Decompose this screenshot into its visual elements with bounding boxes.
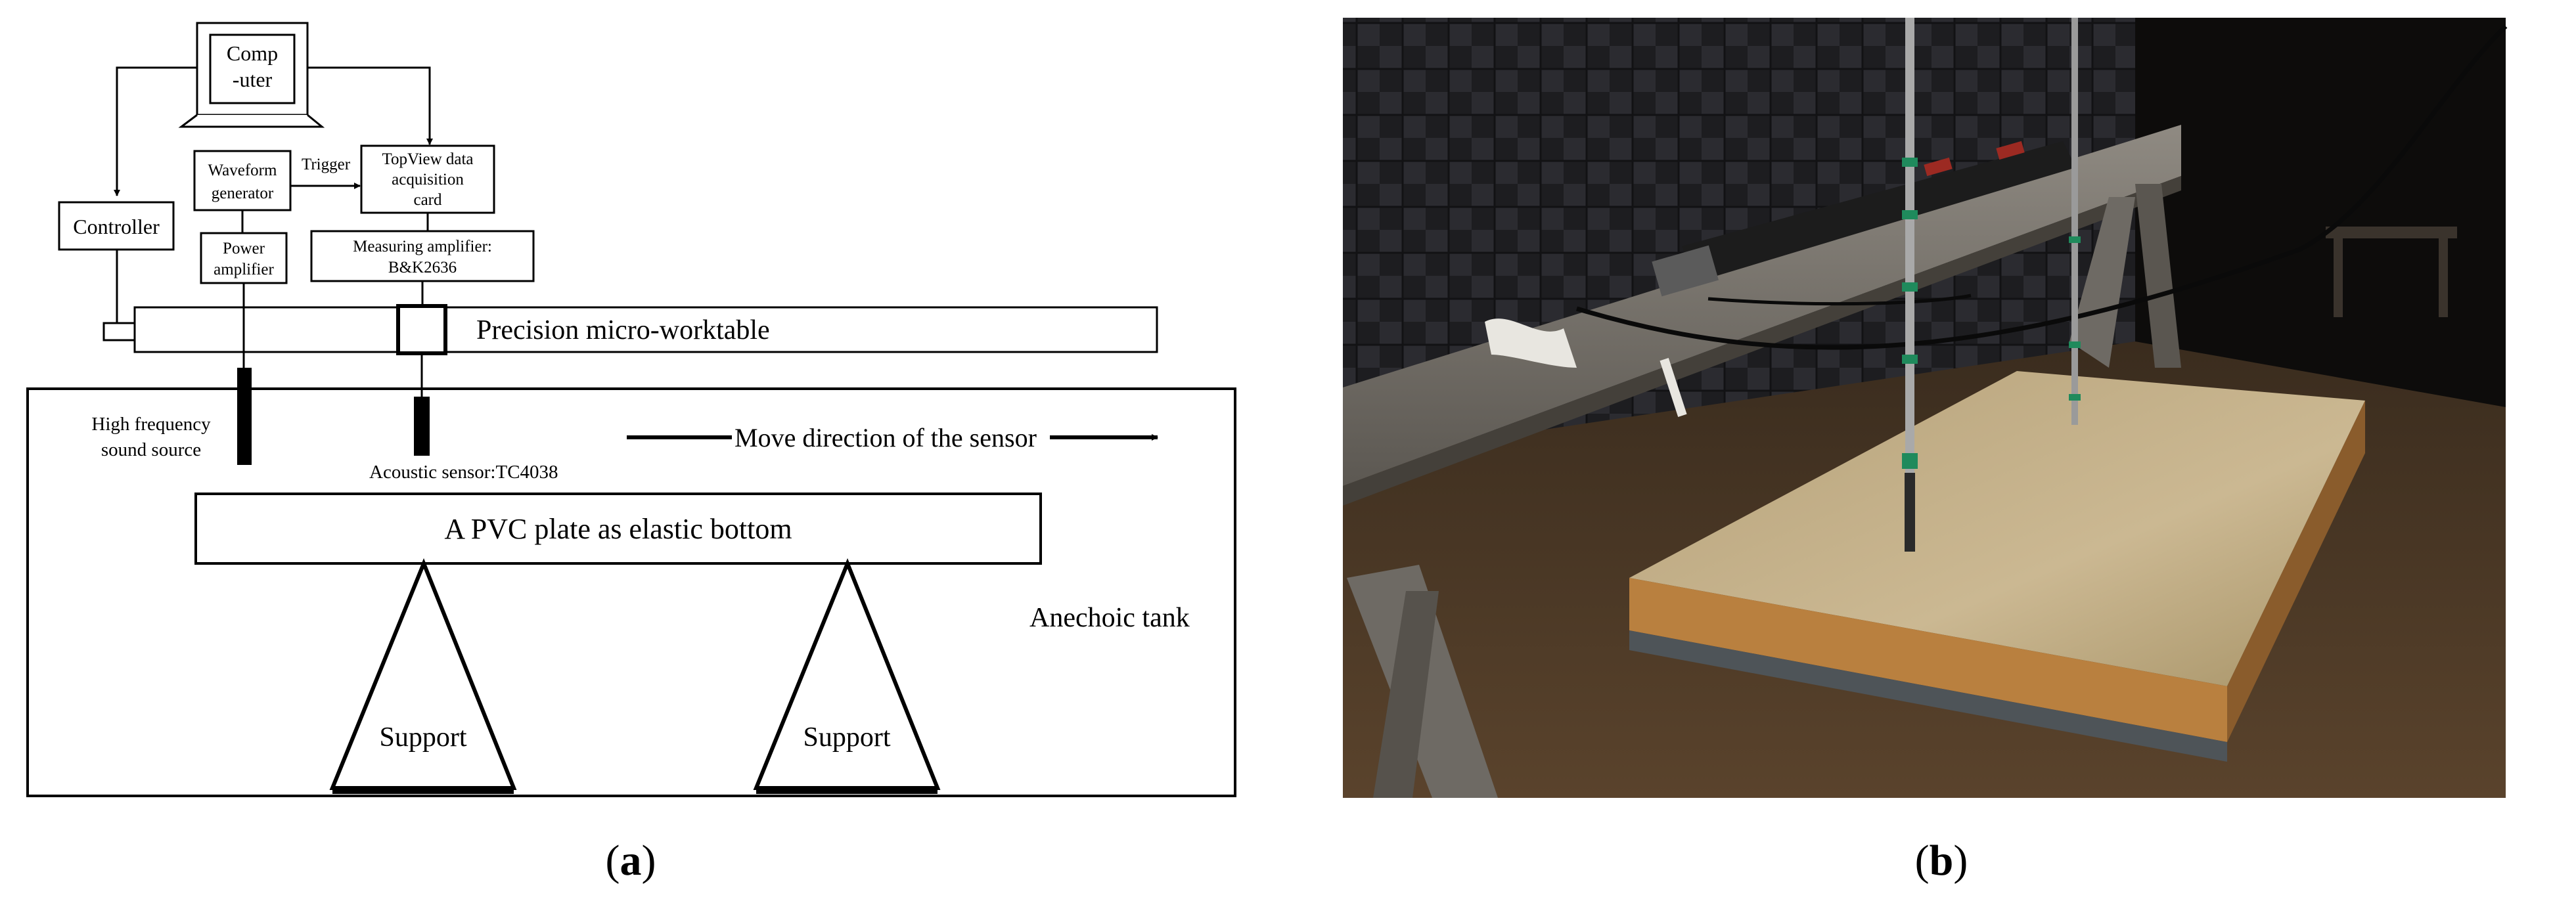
panel-a-diagram: Comp -uter Controller Waveform generator… <box>26 22 1236 797</box>
panel-b-photo <box>1343 18 2508 798</box>
worktable-end-stub <box>102 322 136 341</box>
controller-label: Controller <box>73 215 160 238</box>
computer-icon <box>178 22 325 128</box>
support-left-label: Support <box>379 722 466 753</box>
caption-b: (b) <box>1915 837 1968 885</box>
sound-source-label-line1: High frequency <box>91 414 211 435</box>
trigger-label: Trigger <box>302 156 351 173</box>
acquisition-card-label-line3: card <box>413 191 442 209</box>
acquisition-card-label-line1: TopView data <box>382 150 473 168</box>
power-amplifier-box <box>200 232 288 284</box>
waveform-generator-label-line1: Waveform <box>208 162 277 179</box>
pvc-plate-label: A PVC plate as elastic bottom <box>444 513 792 545</box>
sound-source-rod <box>237 368 252 465</box>
waveform-generator-label-line2: generator <box>212 185 274 202</box>
worktable-label: Precision micro-worktable <box>476 315 770 345</box>
measuring-amplifier-label-line1: Measuring amplifier: <box>353 238 492 255</box>
anechoic-tank-label: Anechoic tank <box>1029 603 1190 633</box>
waveform-generator-box <box>193 150 292 211</box>
computer-to-controller-arrow <box>114 66 197 196</box>
power-amplifier-label-line2: amplifier <box>214 261 274 278</box>
acoustic-sensor-label: Acoustic sensor:TC4038 <box>369 462 558 483</box>
computer-label-line1: Comp <box>227 41 278 65</box>
computer-label-line2: -uter <box>233 68 273 91</box>
measuring-amplifier-box <box>310 230 535 282</box>
computer-to-card-arrow <box>307 66 433 145</box>
anechoic-tank-box <box>26 387 1236 797</box>
power-amplifier-label-line1: Power <box>223 240 265 257</box>
sensor-mount-box <box>396 304 447 355</box>
acoustic-sensor-rod <box>414 397 430 456</box>
pvc-plate-box <box>194 493 1042 565</box>
acquisition-card-label-line2: acquisition <box>392 171 464 188</box>
support-right-label: Support <box>803 722 890 753</box>
move-direction-label-bg <box>732 420 1050 454</box>
sound-source-label-line2: sound source <box>101 439 201 460</box>
move-direction-label: Move direction of the sensor <box>734 423 1037 452</box>
measuring-amplifier-label-line2: B&K2636 <box>388 259 457 276</box>
caption-a: (a) <box>606 837 656 885</box>
controller-to-worktable-line <box>116 250 135 324</box>
